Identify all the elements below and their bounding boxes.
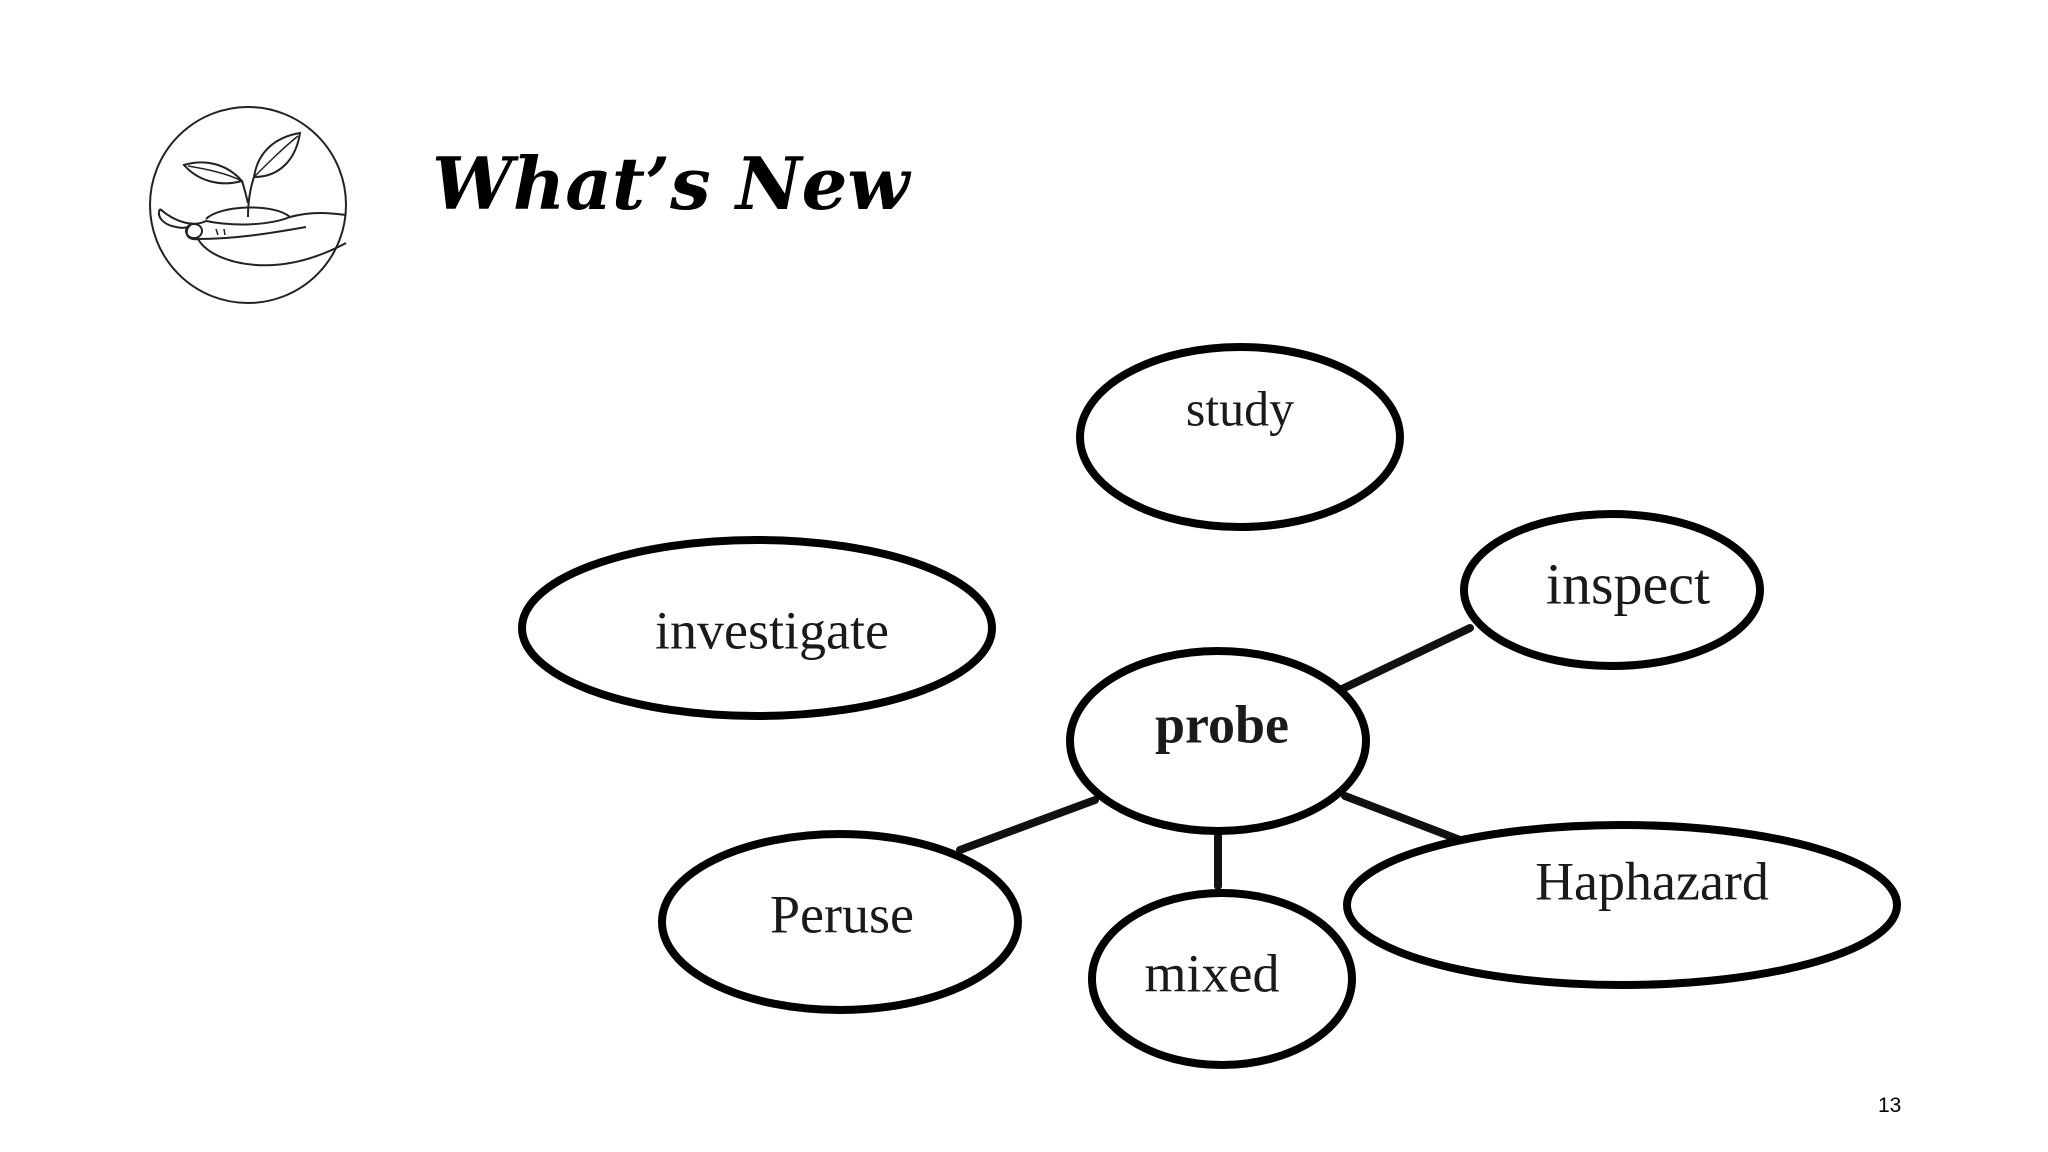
- connector-peruse: [956, 796, 1099, 854]
- node-label-study: study: [1186, 380, 1294, 436]
- page-number: 13: [1878, 1094, 1902, 1117]
- connector-haphazard: [1341, 792, 1464, 844]
- node-probe: [1066, 647, 1370, 835]
- node-label-peruse: Peruse: [770, 884, 914, 944]
- slide-title: What’s New: [432, 141, 910, 226]
- node-haphazard: [1343, 821, 1901, 989]
- node-mixed: [1088, 889, 1356, 1069]
- node-label-probe: probe: [1155, 694, 1289, 754]
- node-label-inspect: inspect: [1546, 551, 1710, 616]
- node-peruse: [658, 830, 1022, 1014]
- node-investigate: [518, 536, 996, 720]
- node-inspect: [1460, 510, 1764, 670]
- node-label-investigate: investigate: [655, 600, 889, 660]
- hand-holding-sprout-icon: [149, 106, 347, 304]
- node-label-haphazard: Haphazard: [1535, 851, 1769, 911]
- connector-inspect: [1336, 624, 1474, 694]
- node-study: [1076, 343, 1404, 531]
- node-label-mixed: mixed: [1145, 943, 1280, 1003]
